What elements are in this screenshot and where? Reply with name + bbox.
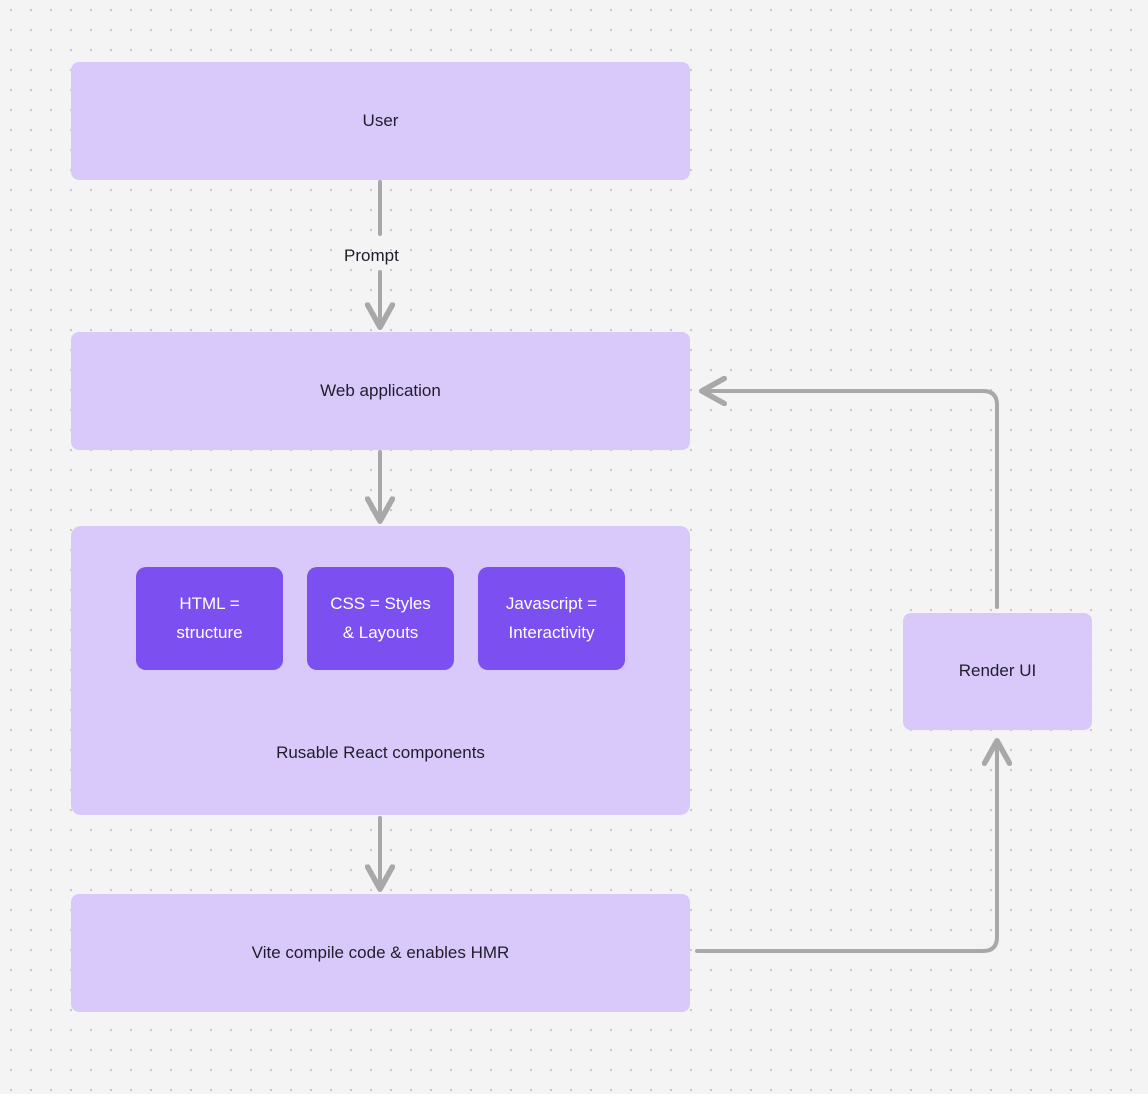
node-render-ui[interactable]: Render UI <box>903 613 1092 730</box>
node-vite[interactable]: Vite compile code & enables HMR <box>71 894 690 1012</box>
react-components-caption: Rusable React components <box>276 743 485 762</box>
edge-vite-to-render <box>695 742 997 953</box>
node-css[interactable]: CSS = Styles & Layouts <box>307 567 454 670</box>
node-web-application[interactable]: Web application <box>71 332 690 450</box>
node-javascript[interactable]: Javascript = Interactivity <box>478 567 625 670</box>
react-components-row: HTML = structure CSS = Styles & Layouts … <box>71 567 690 670</box>
edge-label-prompt-text: Prompt <box>344 246 399 265</box>
node-html-label: HTML = structure <box>176 593 243 642</box>
edge-label-prompt: Prompt <box>344 246 399 266</box>
node-html[interactable]: HTML = structure <box>136 567 283 670</box>
node-user-label: User <box>362 110 399 130</box>
node-render-ui-label: Render UI <box>958 661 1037 681</box>
edge-render-to-webapp <box>703 391 999 609</box>
node-css-label: CSS = Styles & Layouts <box>330 593 431 642</box>
node-react-components-group[interactable]: HTML = structure CSS = Styles & Layouts … <box>71 526 690 815</box>
node-vite-label: Vite compile code & enables HMR <box>251 942 510 962</box>
node-web-application-label: Web application <box>320 380 441 400</box>
node-javascript-label: Javascript = Interactivity <box>505 593 598 642</box>
node-user[interactable]: User <box>71 62 690 180</box>
